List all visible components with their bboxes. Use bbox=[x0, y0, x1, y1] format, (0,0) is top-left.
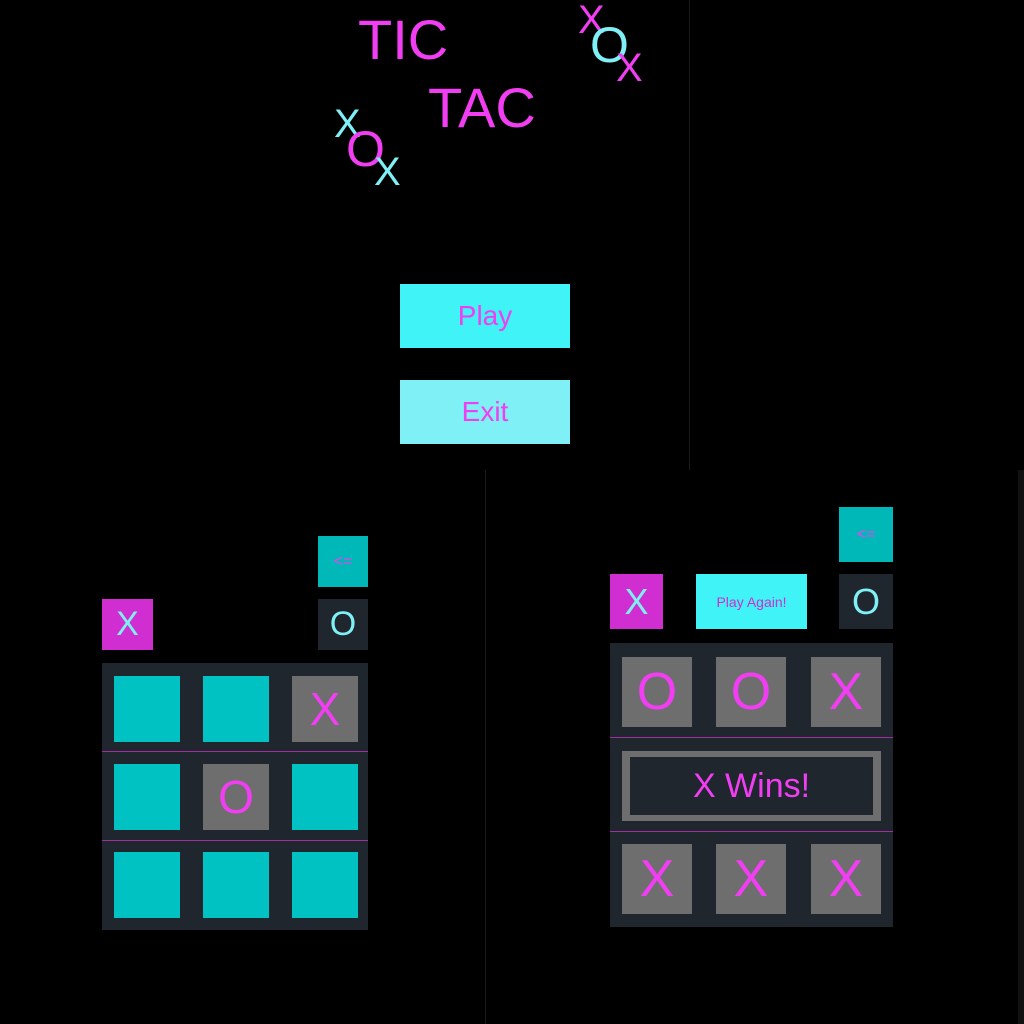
deco-o-icon: O bbox=[346, 121, 385, 177]
back-button[interactable]: <= bbox=[318, 536, 368, 587]
player-x-indicator: X bbox=[610, 574, 663, 629]
board-cell[interactable] bbox=[203, 852, 269, 918]
game-board: O O X X Wins! X X X bbox=[610, 643, 893, 927]
board-cell[interactable]: X bbox=[716, 844, 786, 914]
screen-divider bbox=[1018, 470, 1024, 1024]
board-cell[interactable] bbox=[292, 852, 358, 918]
title-tac: TAC bbox=[428, 76, 536, 139]
player-x-indicator: X bbox=[102, 599, 153, 650]
back-button[interactable]: <= bbox=[839, 507, 893, 562]
board-cell[interactable]: X bbox=[622, 844, 692, 914]
board-cell[interactable] bbox=[292, 764, 358, 830]
deco-x-icon: X bbox=[578, 0, 605, 42]
player-o-indicator: O bbox=[318, 599, 368, 650]
board-cell[interactable]: X bbox=[292, 676, 358, 742]
board-cell[interactable]: O bbox=[716, 657, 786, 727]
result-frame: X Wins! bbox=[622, 751, 881, 821]
board-cell[interactable]: O bbox=[622, 657, 692, 727]
deco-x-icon: X bbox=[334, 102, 361, 146]
play-again-button[interactable]: Play Again! bbox=[696, 574, 807, 629]
player-o-indicator: O bbox=[839, 574, 893, 629]
board-cell[interactable] bbox=[114, 676, 180, 742]
board-cell[interactable]: O bbox=[203, 764, 269, 830]
row-divider bbox=[610, 831, 893, 832]
board-cell[interactable] bbox=[203, 676, 269, 742]
deco-x-icon: X bbox=[374, 150, 401, 194]
result-message: X Wins! bbox=[630, 757, 873, 815]
board-cell[interactable]: X bbox=[811, 657, 881, 727]
screen-divider bbox=[485, 470, 486, 1024]
row-divider bbox=[102, 751, 368, 752]
board-cell[interactable] bbox=[114, 852, 180, 918]
board-cell[interactable] bbox=[114, 764, 180, 830]
board-cell[interactable]: X bbox=[811, 844, 881, 914]
game-board: X O bbox=[102, 663, 368, 930]
row-divider bbox=[102, 840, 368, 841]
play-button[interactable]: Play bbox=[400, 284, 570, 348]
deco-x-icon: X bbox=[616, 46, 643, 90]
title-tic: TIC bbox=[358, 8, 449, 71]
row-divider bbox=[610, 737, 893, 738]
screen-divider bbox=[689, 0, 690, 470]
deco-o-icon: O bbox=[590, 17, 629, 73]
exit-button[interactable]: Exit bbox=[400, 380, 570, 444]
